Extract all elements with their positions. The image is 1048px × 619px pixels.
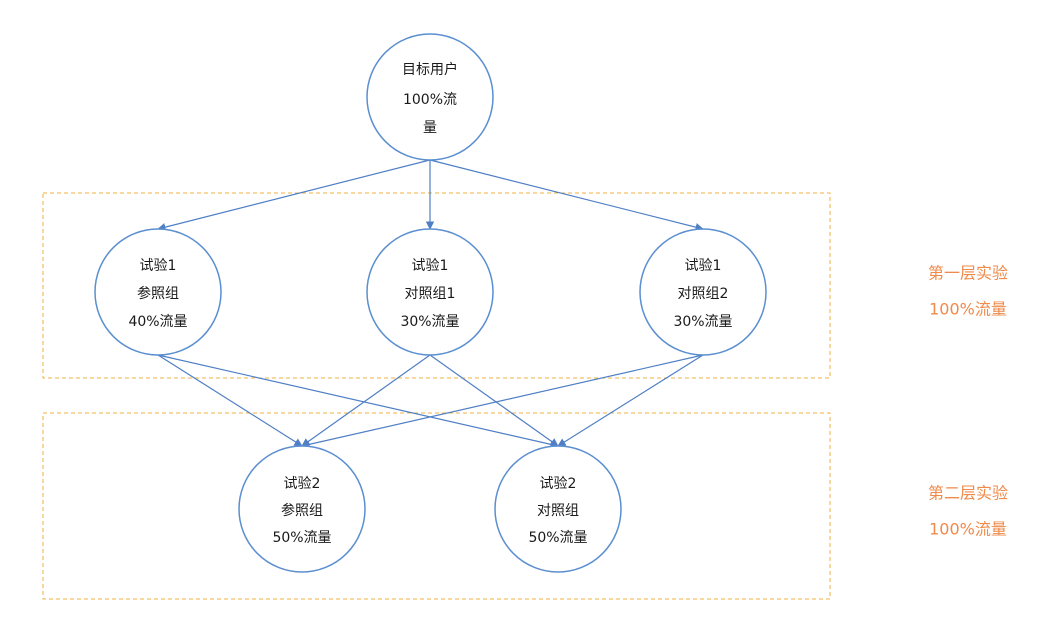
node-root-line2: 100%流	[403, 92, 457, 108]
node-root-line1: 目标用户	[402, 61, 458, 78]
node-exp1-control1-line2: 对照组1	[405, 286, 456, 302]
node-exp1-reference-line3: 40%流量	[128, 314, 187, 330]
node-exp2-control-line3: 50%流量	[528, 530, 587, 546]
edge-exp1-reference-to-exp2-reference	[157, 354, 303, 447]
edge-exp1-reference-to-exp2-control	[157, 354, 559, 449]
layer1-title: 第一层实验	[928, 264, 1008, 283]
node-exp2-control: 试验2 对照组 50%流量	[494, 445, 622, 573]
node-exp2-reference-line3: 50%流量	[272, 530, 331, 546]
layer1-traffic: 100%流量	[929, 300, 1007, 319]
node-exp1-control1-line3: 30%流量	[400, 314, 459, 330]
node-root-circle	[366, 33, 494, 161]
node-exp1-control2-circle	[639, 228, 767, 356]
layer2-box	[42, 412, 831, 600]
node-exp2-control-line2: 对照组	[537, 503, 579, 519]
edge-root-to-exp1-control2	[429, 159, 704, 232]
node-exp2-reference-line2: 参照组	[281, 502, 323, 519]
node-exp2-reference-circle	[238, 445, 366, 573]
node-exp1-control2-line1: 试验1	[685, 258, 722, 274]
node-exp2-control-line1: 试验2	[540, 476, 577, 492]
edge-exp1-control2-to-exp2-control	[557, 354, 704, 447]
layer2-traffic: 100%流量	[929, 520, 1007, 539]
node-exp2-reference-line1: 试验2	[284, 476, 321, 492]
node-root: 目标用户 100%流 量	[366, 33, 494, 161]
edge-root-to-exp1-reference	[157, 159, 431, 232]
node-exp1-control2-line2: 对照组2	[678, 286, 729, 302]
layer2-title: 第二层实验	[928, 484, 1008, 503]
edge-exp1-control1-to-exp2-reference	[301, 354, 431, 447]
node-exp2-control-circle	[494, 445, 622, 573]
node-exp1-control2-line3: 30%流量	[673, 314, 732, 330]
edges-group	[157, 159, 704, 449]
node-exp1-reference-line2: 参照组	[137, 285, 179, 302]
node-exp1-control1-line1: 试验1	[412, 258, 449, 274]
node-root-line3: 量	[423, 120, 437, 136]
edge-exp1-control1-to-exp2-control	[429, 354, 559, 447]
node-exp1-reference: 试验1 参照组 40%流量	[94, 228, 222, 356]
node-exp1-control1: 试验1 对照组1 30%流量	[366, 228, 494, 356]
layer1-box	[42, 192, 831, 379]
node-exp1-reference-line1: 试验1	[140, 258, 177, 274]
node-exp1-control2: 试验1 对照组2 30%流量	[639, 228, 767, 356]
edge-exp1-control2-to-exp2-reference	[301, 354, 704, 449]
node-exp1-reference-circle	[94, 228, 222, 356]
node-exp1-control1-circle	[366, 228, 494, 356]
node-exp2-reference: 试验2 参照组 50%流量	[238, 445, 366, 573]
